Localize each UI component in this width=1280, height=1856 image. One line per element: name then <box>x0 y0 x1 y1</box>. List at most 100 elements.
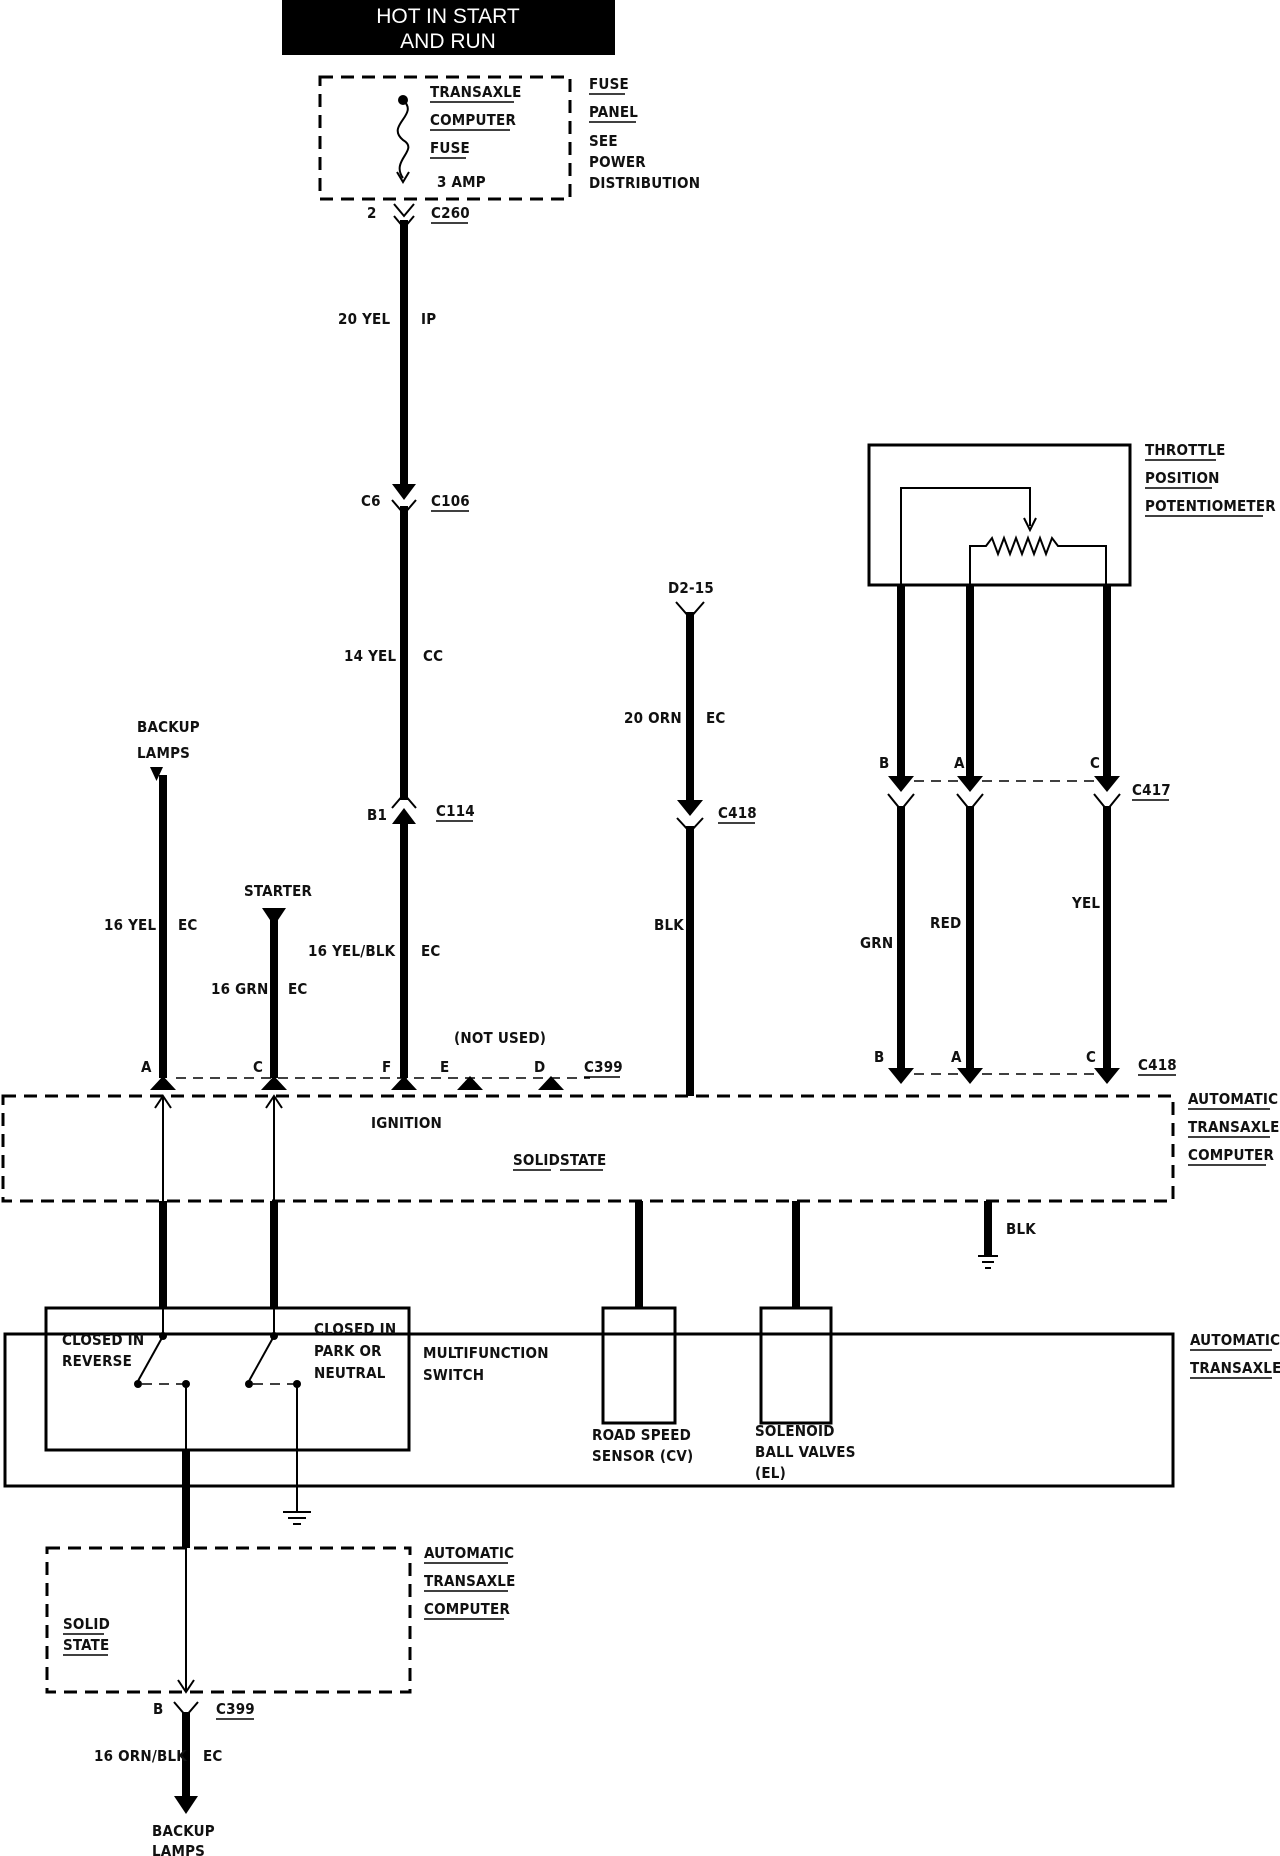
backup-lamps-top-1: BACKUP <box>137 718 200 736</box>
wire-ec2: EC <box>706 709 726 727</box>
pin-f: F <box>382 1058 391 1076</box>
right-pin-a: A <box>951 1048 962 1066</box>
c114-pin: B1 <box>367 806 387 824</box>
sbv-label-2: BALL VALVES <box>755 1443 856 1461</box>
fuse-panel-label-3: SEE <box>589 132 618 150</box>
c260-pin: 2 <box>367 204 377 222</box>
tpp-pin-a: A <box>954 754 965 772</box>
sbv-label-1: SOLENOID <box>755 1422 835 1440</box>
c418-top-label: C418 <box>718 804 757 822</box>
rss-label-1: ROAD SPEED <box>592 1426 691 1444</box>
d2-15-wire: D2-15 20 ORN EC C418 BLK <box>624 579 757 1096</box>
transaxle-computer: IGNITION SOLID STATE AUTOMATIC TRANSAXLE… <box>1 1090 1280 1269</box>
pin-c: C <box>253 1058 263 1076</box>
wire-20yel: 20 YEL <box>338 310 390 328</box>
feed-wire: 2 C260 20 YEL IP C6 C106 14 YEL CC B1 C1… <box>308 203 475 1078</box>
lower-transaxle-computer: AUTOMATIC TRANSAXLE COMPUTER SOLID STATE… <box>45 1544 516 1856</box>
fuse-panel-label-2: PANEL <box>589 103 638 121</box>
sbv-label-3: (EL) <box>755 1464 786 1482</box>
c417-label: C417 <box>1132 781 1171 799</box>
multifunction-switch: CLOSED IN REVERSE CLOSED IN PARK OR NEUT… <box>44 1306 549 1694</box>
solid-state-label-2: STATE <box>560 1151 606 1169</box>
power-source-header: HOT IN START AND RUN <box>282 0 615 55</box>
backup-lamps-bot-2: LAMPS <box>152 1842 205 1856</box>
fuse-panel-label-5: DISTRIBUTION <box>589 174 700 192</box>
at-label-2: TRANSAXLE <box>1190 1359 1280 1377</box>
c418-right-label: C418 <box>1138 1056 1177 1074</box>
tpp-pin-b: B <box>879 754 889 772</box>
closed-pn-1: CLOSED IN <box>314 1320 396 1338</box>
fuse-panel: TRANSAXLE COMPUTER FUSE 3 AMP FUSE PANEL… <box>318 75 700 201</box>
fuse-label-1: TRANSAXLE <box>430 83 522 101</box>
at-label-1: AUTOMATIC <box>1190 1331 1280 1349</box>
closed-pn-2: PARK OR <box>314 1342 382 1360</box>
wire-16yel: 16 YEL <box>104 916 156 934</box>
ground-blk-label: BLK <box>1006 1220 1036 1238</box>
closed-reverse-1: CLOSED IN <box>62 1331 144 1349</box>
wire-cc: CC <box>423 647 443 665</box>
c106-label: C106 <box>431 492 470 510</box>
automatic-transaxle: AUTOMATIC TRANSAXLE <box>3 1201 1280 1488</box>
mfs-label-2: SWITCH <box>423 1366 484 1384</box>
backup-lamps-bot-1: BACKUP <box>152 1822 215 1840</box>
rss-label-2: SENSOR (CV) <box>592 1447 693 1465</box>
wire-16yelblk: 16 YEL/BLK <box>308 942 396 960</box>
sensors: ROAD SPEED SENSOR (CV) SOLENOID BALL VAL… <box>592 1306 856 1482</box>
header-line2: AND RUN <box>400 30 496 53</box>
closed-reverse-2: REVERSE <box>62 1352 132 1370</box>
wire-ec1: EC <box>421 942 441 960</box>
wire-ec4: EC <box>288 980 308 998</box>
wire-red: RED <box>930 914 961 932</box>
atc-label-2: TRANSAXLE <box>1188 1118 1280 1136</box>
c260-label: C260 <box>431 204 470 222</box>
fuse-panel-label-1: FUSE <box>589 75 629 93</box>
tpp-label-1: THROTTLE <box>1145 441 1226 459</box>
d2-15-label: D2-15 <box>668 579 714 597</box>
atc2-label-1: AUTOMATIC <box>424 1544 514 1562</box>
fuse-label-3: FUSE <box>430 139 470 157</box>
fuse-label-2: COMPUTER <box>430 111 516 129</box>
throttle-position-potentiometer: THROTTLE POSITION POTENTIOMETER B A C C4… <box>860 441 1276 1084</box>
wire-grn: GRN <box>860 934 893 952</box>
pin-a: A <box>141 1058 152 1076</box>
wire-blk: BLK <box>654 916 684 934</box>
right-pin-c: C <box>1086 1048 1096 1066</box>
ss2-label-2: STATE <box>63 1636 109 1654</box>
c399-label: C399 <box>584 1058 623 1076</box>
atc-label-1: AUTOMATIC <box>1188 1090 1278 1108</box>
wire-ip: IP <box>421 310 436 328</box>
wire-ec5: EC <box>203 1747 223 1765</box>
atc2-label-3: COMPUTER <box>424 1600 510 1618</box>
tpp-label-3: POTENTIOMETER <box>1145 497 1276 515</box>
wire-16grn: 16 GRN <box>211 980 268 998</box>
fuse-panel-label-4: POWER <box>589 153 646 171</box>
c114-label: C114 <box>436 802 475 820</box>
backup-lamps-top-2: LAMPS <box>137 744 190 762</box>
solid-state-label-1: SOLID <box>513 1151 560 1169</box>
pin-e: E <box>440 1058 449 1076</box>
pin-d: D <box>534 1058 545 1076</box>
header-line1: HOT IN START <box>376 5 520 28</box>
backup-starter-wires: BACKUP LAMPS 16 YEL EC STARTER 16 GRN EC <box>104 718 313 1078</box>
c106-pin: C6 <box>361 492 381 510</box>
right-pin-b: B <box>874 1048 884 1066</box>
tpp-label-2: POSITION <box>1145 469 1220 487</box>
c399-bottom-label: C399 <box>216 1700 255 1718</box>
wire-20orn: 20 ORN <box>624 709 682 727</box>
wire-14yel: 14 YEL <box>344 647 396 665</box>
not-used-label: (NOT USED) <box>454 1029 546 1047</box>
tpp-pin-c: C <box>1090 754 1100 772</box>
atc-label-3: COMPUTER <box>1188 1146 1274 1164</box>
c399-connector: A C F E D (NOT USED) C399 <box>141 1029 623 1090</box>
starter-label: STARTER <box>244 882 313 900</box>
mfs-label-1: MULTIFUNCTION <box>423 1344 549 1362</box>
ss2-label-1: SOLID <box>63 1615 110 1633</box>
fuse-rating: 3 AMP <box>437 173 486 191</box>
c399-bottom-pin: B <box>153 1700 163 1718</box>
atc2-label-2: TRANSAXLE <box>424 1572 516 1590</box>
wire-16ornblk: 16 ORN/BLK <box>94 1747 187 1765</box>
ignition-label: IGNITION <box>371 1114 442 1132</box>
wire-yel: YEL <box>1071 894 1100 912</box>
wire-ec3: EC <box>178 916 198 934</box>
